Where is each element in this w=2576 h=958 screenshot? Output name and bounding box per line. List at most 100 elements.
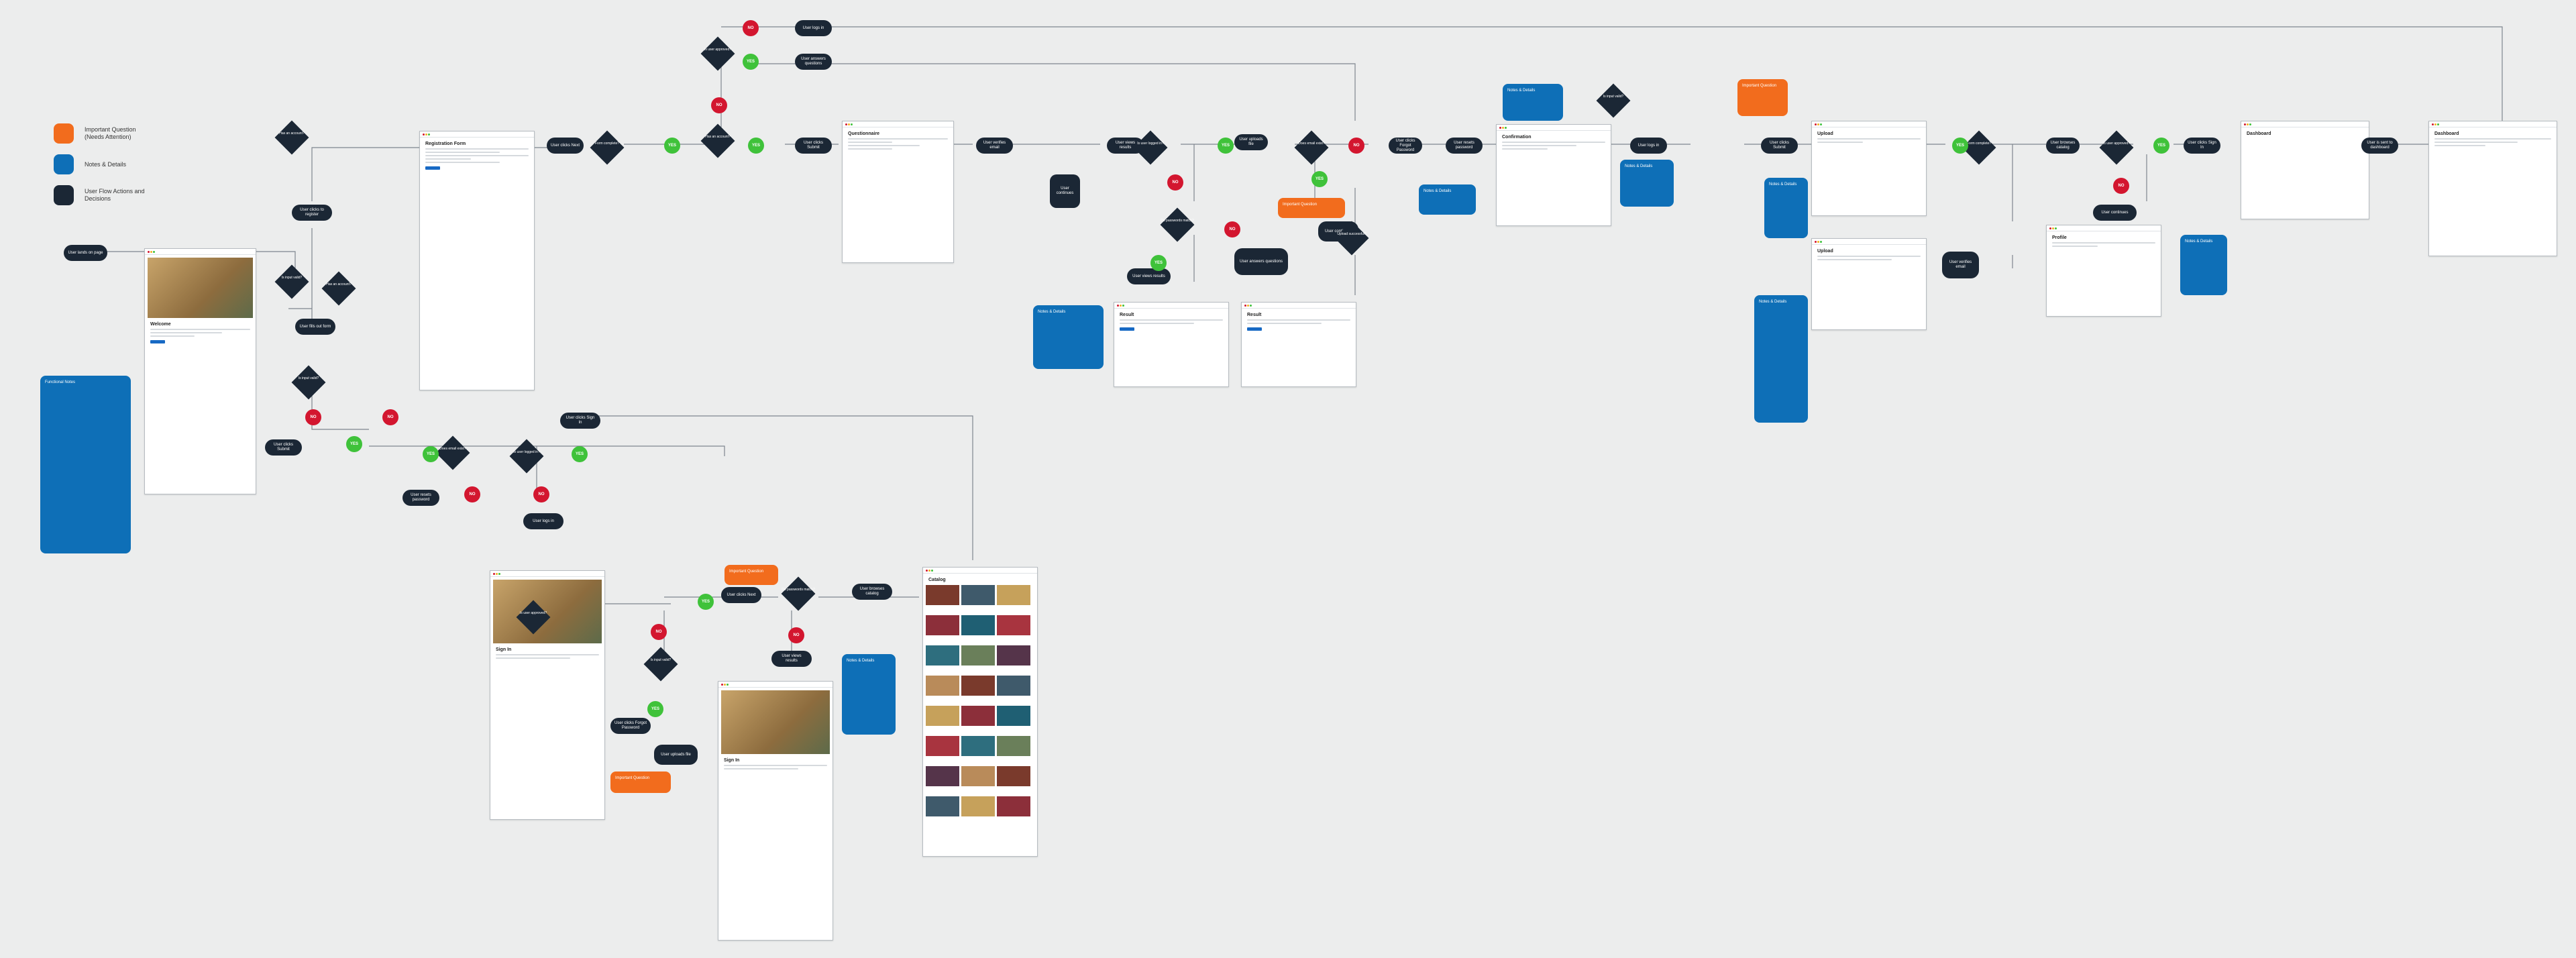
text-line xyxy=(724,768,798,769)
terminal-click-next[interactable]: User clicks Next xyxy=(547,138,584,154)
catalog-thumbnail[interactable] xyxy=(961,676,995,696)
catalog-thumbnail[interactable] xyxy=(961,645,995,666)
terminal-submit[interactable]: User clicks Submit xyxy=(265,439,302,456)
no-badge: NO xyxy=(533,486,549,502)
terminal-register[interactable]: User clicks to register xyxy=(292,205,332,221)
catalog-thumbnail[interactable] xyxy=(926,615,959,635)
terminal-login[interactable]: User logs in xyxy=(795,20,832,36)
decision-valid: Is input valid? xyxy=(643,647,678,682)
note-details: Notes & Details xyxy=(1419,184,1476,215)
decision-label: Form complete? xyxy=(1966,142,1992,146)
terminal-login[interactable]: User logs in xyxy=(523,513,564,529)
catalog-thumbnail[interactable] xyxy=(997,736,1030,756)
terminal-upload[interactable]: User uploads file xyxy=(654,745,698,765)
text-line xyxy=(150,329,250,330)
terminal-start[interactable]: User lands on page xyxy=(64,245,107,261)
catalog-thumbnail[interactable] xyxy=(961,615,995,635)
catalog-thumbnail[interactable] xyxy=(926,645,959,666)
terminal-upload[interactable]: User uploads file xyxy=(1234,134,1268,150)
decision-label: Is user approved? xyxy=(704,48,732,52)
yes-badge: YES xyxy=(572,446,588,462)
decision-label: Has an account? xyxy=(705,135,731,139)
catalog-thumbnail[interactable] xyxy=(926,766,959,786)
terminal-done[interactable]: User is sent to dashboard xyxy=(2361,138,2398,154)
decision-shape xyxy=(700,36,735,71)
terminal-browse[interactable]: User browses catalog xyxy=(852,584,892,600)
screen-title: Confirmation xyxy=(1502,135,1532,140)
text-line xyxy=(2052,246,2098,247)
no-badge: NO xyxy=(2113,178,2129,194)
catalog-thumbnail[interactable] xyxy=(926,706,959,726)
text-line xyxy=(848,145,920,146)
terminal-view[interactable]: User views results xyxy=(771,651,812,667)
note-title: Important Question xyxy=(1742,84,1777,88)
catalog-thumbnail[interactable] xyxy=(961,736,995,756)
primary-button[interactable] xyxy=(150,340,165,343)
terminal-signin[interactable]: User clicks Sign In xyxy=(560,413,600,429)
hero-image xyxy=(493,580,602,643)
decision-valid: Is input valid? xyxy=(1596,83,1631,118)
primary-button[interactable] xyxy=(1120,327,1134,331)
no-badge: NO xyxy=(305,409,321,425)
decision-complete: Form complete? xyxy=(590,130,625,165)
note-title: Notes & Details xyxy=(1038,310,1066,314)
catalog-thumbnail[interactable] xyxy=(997,585,1030,605)
terminal-reset[interactable]: User resets password xyxy=(1446,138,1483,154)
terminal-forgot[interactable]: User clicks Forgot Password xyxy=(1389,138,1422,154)
decision-label: Has an account? xyxy=(326,282,352,286)
decision-approved: Is user approved? xyxy=(516,600,551,635)
catalog-thumbnail[interactable] xyxy=(997,615,1030,635)
terminal-login[interactable]: User logs in xyxy=(1630,138,1667,154)
terminal-reset[interactable]: User resets password xyxy=(402,490,439,506)
terminal-browse[interactable]: User browses catalog xyxy=(2046,138,2080,154)
terminal-view[interactable]: User views results xyxy=(1127,268,1171,284)
terminal-verify[interactable]: User verifies email xyxy=(976,138,1013,154)
catalog-thumbnail[interactable] xyxy=(997,645,1030,666)
catalog-thumbnail[interactable] xyxy=(926,736,959,756)
catalog-thumbnail[interactable] xyxy=(997,676,1030,696)
terminal-submit[interactable]: User clicks Submit xyxy=(1761,138,1798,154)
terminal-submit[interactable]: User clicks Submit xyxy=(795,138,832,154)
screen-title: Questionnaire xyxy=(848,131,880,136)
catalog-thumbnail[interactable] xyxy=(926,796,959,816)
screen-title: Dashboard xyxy=(2434,131,2459,136)
terminal-forgot[interactable]: User clicks Forgot Password xyxy=(610,718,651,734)
no-badge: NO xyxy=(743,20,759,36)
catalog-thumbnail[interactable] xyxy=(926,676,959,696)
screen-survey: Questionnaire xyxy=(842,121,954,263)
screen-upload: Upload xyxy=(1811,238,1927,330)
terminal-verify[interactable]: User verifies email xyxy=(1942,252,1979,278)
catalog-thumbnail[interactable] xyxy=(961,706,995,726)
decision-shape xyxy=(2099,130,2134,165)
text-line xyxy=(425,148,529,150)
decision-shape xyxy=(274,120,309,155)
terminal-answer[interactable]: User answers questions xyxy=(1234,248,1288,275)
catalog-thumbnail[interactable] xyxy=(997,706,1030,726)
terminal-continue[interactable]: User continues xyxy=(1050,174,1080,208)
catalog-thumbnail[interactable] xyxy=(997,796,1030,816)
catalog-thumbnail[interactable] xyxy=(961,796,995,816)
catalog-thumbnail[interactable] xyxy=(961,766,995,786)
legend-label: Important Question (Needs Attention) xyxy=(85,126,136,140)
text-line xyxy=(1247,319,1350,321)
primary-button[interactable] xyxy=(425,166,440,170)
catalog-thumbnail[interactable] xyxy=(961,585,995,605)
terminal-continue[interactable]: User continues xyxy=(2093,205,2137,221)
catalog-thumbnail[interactable] xyxy=(926,585,959,605)
terminal-signin[interactable]: User clicks Sign In xyxy=(2184,138,2220,154)
screen-header xyxy=(2241,121,2369,127)
decision-shape xyxy=(781,576,816,611)
terminal-fill-form[interactable]: User fills out form xyxy=(295,319,335,335)
primary-button[interactable] xyxy=(1247,327,1262,331)
note-title: Notes & Details xyxy=(1507,89,1536,93)
decision-label: Is user approved? xyxy=(519,611,547,615)
screen-header xyxy=(2429,121,2557,127)
text-line xyxy=(1120,323,1194,324)
no-badge: NO xyxy=(1167,174,1183,191)
decision-label: Do passwords match? xyxy=(1161,219,1194,223)
note-title: Notes & Details xyxy=(2185,239,2213,244)
catalog-thumbnail[interactable] xyxy=(997,766,1030,786)
terminal-click-next[interactable]: User clicks Next xyxy=(721,587,761,603)
note-title: Notes & Details xyxy=(1625,164,1653,168)
terminal-answer[interactable]: User answers questions xyxy=(795,54,832,70)
